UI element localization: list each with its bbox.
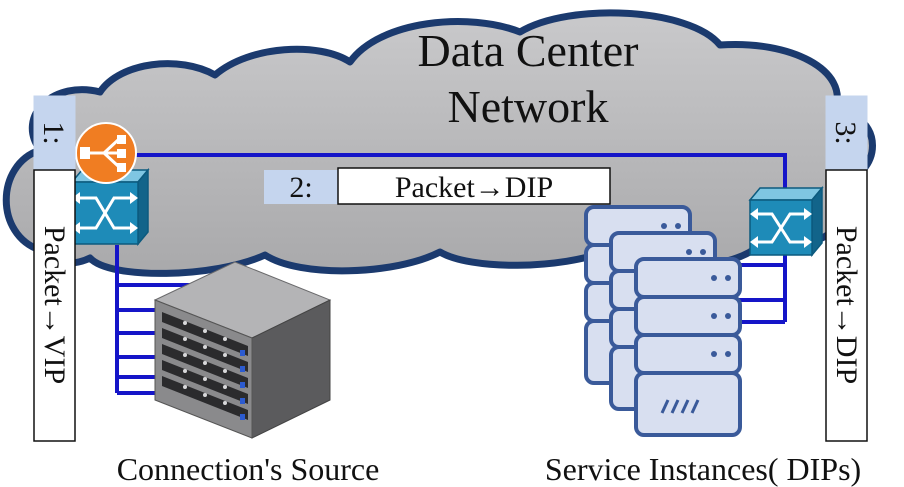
step-2-number-box <box>264 170 338 204</box>
step-1-number: 1: <box>37 121 70 144</box>
instances-caption: Service Instances( DIPs) <box>545 451 861 487</box>
step-3-number-box <box>825 95 868 170</box>
step-1: 1: Packet→VIP <box>33 95 76 442</box>
server-stack-icon <box>584 205 742 437</box>
step-1-number-box <box>33 95 76 170</box>
step-2: 2: Packet→DIP <box>264 167 611 205</box>
load-balancer-icon <box>75 122 137 184</box>
cloud-title-line2: Network <box>448 81 609 132</box>
step-1-label: Packet→VIP <box>38 226 71 384</box>
source-caption: Connection's Source <box>117 451 380 487</box>
cloud-title-line1: Data Center <box>418 25 639 76</box>
step-2-label: Packet→DIP <box>395 171 553 204</box>
instance-switch-icon <box>748 185 824 258</box>
link-source-to-instance-switch <box>117 153 787 190</box>
instance-server-front <box>634 257 742 437</box>
step-2-number: 2: <box>289 171 312 204</box>
step-3-label-box <box>825 169 868 442</box>
server-rack-icon <box>153 261 332 439</box>
step-3-number: 3: <box>829 121 862 144</box>
step-3-label: Packet→DIP <box>830 226 863 384</box>
step-1-label-box <box>33 169 76 442</box>
step-2-label-box <box>337 167 611 205</box>
step-3: 3: Packet→DIP <box>825 95 868 442</box>
